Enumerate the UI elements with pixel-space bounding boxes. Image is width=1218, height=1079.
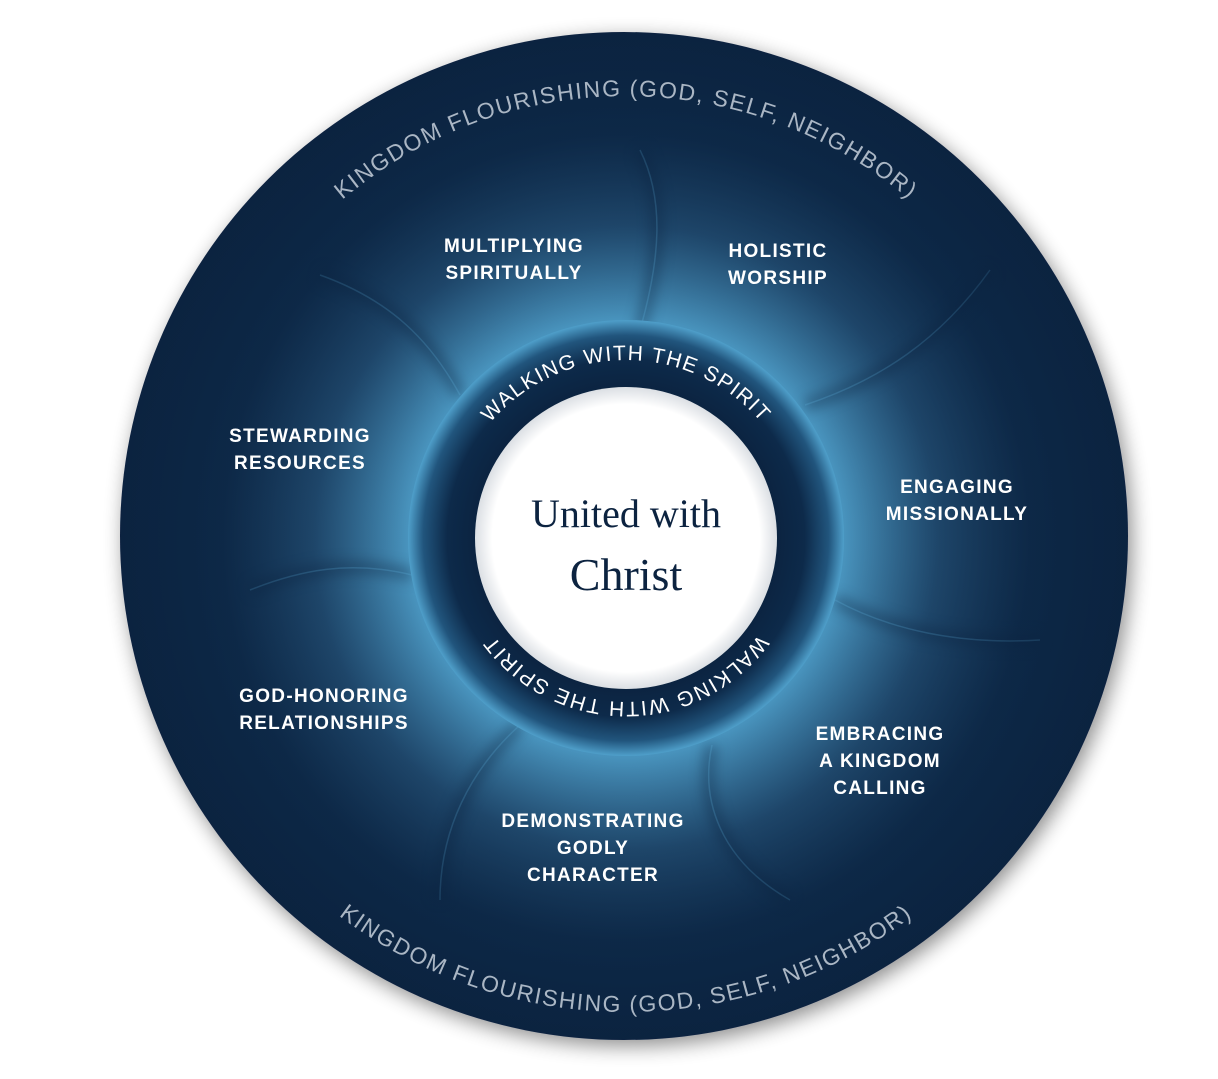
petal-label-line: MULTIPLYING	[444, 236, 584, 257]
petal-label-line: GODLY	[557, 838, 629, 859]
petal-label-multiplying: MULTIPLYING SPIRITUALLY	[444, 236, 584, 284]
petal-label-line: RELATIONSHIPS	[239, 713, 409, 734]
petal-label-line: MISSIONALLY	[886, 504, 1028, 525]
petal-label-line: SPIRITUALLY	[445, 263, 582, 284]
petal-label-line: ENGAGING	[900, 477, 1014, 498]
petal-label-line: WORSHIP	[728, 268, 828, 289]
center-circle	[475, 387, 777, 689]
petal-label-line: RESOURCES	[234, 453, 366, 474]
petal-label-line: STEWARDING	[229, 426, 371, 447]
petal-label-relationships: GOD-HONORING RELATIONSHIPS	[239, 686, 409, 734]
petal-label-worship: HOLISTIC WORSHIP	[728, 241, 828, 289]
petal-label-line: A KINGDOM	[819, 751, 941, 772]
petal-label-line: HOLISTIC	[728, 241, 827, 262]
petal-label-line: DEMONSTRATING	[501, 811, 684, 832]
petal-label-engaging: ENGAGING MISSIONALLY	[886, 477, 1028, 525]
petal-label-calling: EMBRACING A KINGDOM CALLING	[816, 724, 945, 799]
petal-label-line: GOD-HONORING	[239, 686, 409, 707]
petal-label-line: CALLING	[833, 778, 927, 799]
petal-labels: MULTIPLYING SPIRITUALLY HOLISTIC WORSHIP ENG…	[229, 236, 1028, 886]
petal-label-stewarding: STEWARDING RESOURCES	[229, 426, 371, 474]
petal-label-line: EMBRACING	[816, 724, 945, 745]
center-title-line-1: United with	[531, 491, 721, 536]
center-title-line-2: Christ	[570, 549, 683, 600]
petal-label-character: DEMONSTRATING GODLY CHARACTER	[501, 811, 684, 886]
petal-label-line: CHARACTER	[527, 865, 659, 886]
